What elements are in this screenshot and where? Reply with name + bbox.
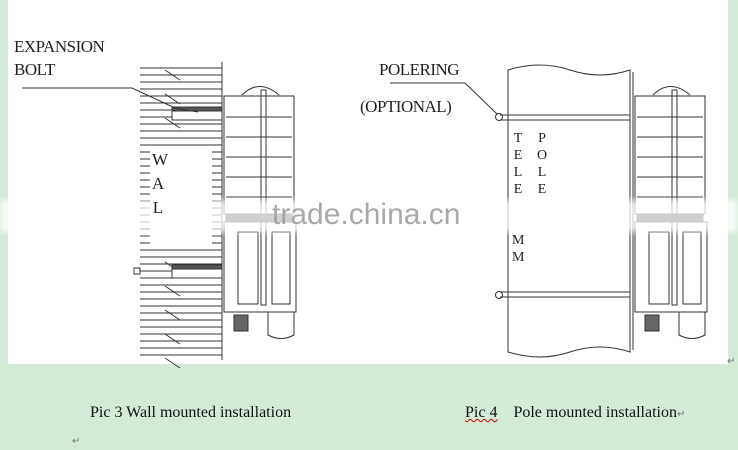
expansion-bolt-bottom [171,264,223,270]
paragraph-mark: ↵ [677,409,686,420]
pole-ring-top [495,113,503,121]
pole-ring-bottom [495,291,503,299]
caption-pole-text: Pole mounted installation [513,404,677,421]
caption-pole-prefix: Pic 4 [465,404,498,421]
wall-letter: W [152,150,169,169]
pole-letter: L [537,165,547,180]
pole-letter: P [538,131,546,146]
wall-letter: L [152,198,164,217]
pole-letter: T [513,131,523,146]
expansion-bolt-label: EXPANSION [14,37,105,56]
caption-wall: Pic 3 Wall mounted installation [90,404,291,422]
pole-letters-left: T E L E M M [512,130,524,266]
pole-letter: E [537,182,547,197]
caption-pole: Pic 4 Pole mounted installation↵ [465,404,685,422]
pole-letter: L [513,165,523,180]
paragraph-mark: ↵ [72,436,81,447]
pole-letter: E [513,148,523,163]
pole-letter: O [536,148,548,163]
pole-ring-label: POLERING [379,60,460,79]
wall-letter: A [152,174,165,193]
pole-letters-right: P O L E [536,130,548,198]
expansion-bolt-label-2: BOLT [14,60,55,79]
watermark: trade.china.cn [272,198,461,231]
pole-ring-optional-label: (OPTIONAL) [360,97,452,116]
watermark-band [0,200,738,232]
paragraph-mark: ↵ [727,356,736,367]
pole-letter: E [513,182,523,197]
wall-letters: W A L [152,148,169,220]
pole-letter: M [512,250,525,265]
caption-wall-text: Pic 3 Wall mounted installation [90,404,292,421]
pole-letter: M [512,233,525,248]
